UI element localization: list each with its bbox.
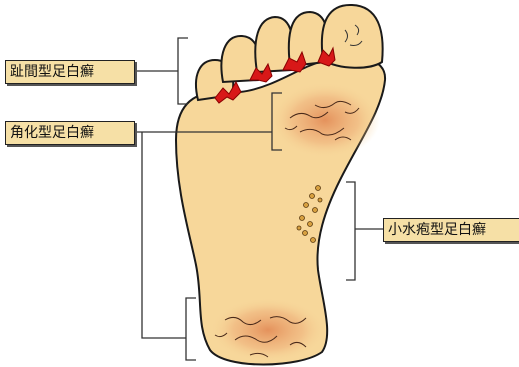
interdigital-bracket — [178, 38, 188, 104]
label-interdigital: 趾間型足白癬 — [5, 60, 135, 84]
label-keratotic: 角化型足白癬 — [5, 121, 135, 145]
vesicular-bracket — [346, 182, 355, 280]
heel-bracket — [186, 298, 196, 360]
forefoot-inflamed-patch — [270, 82, 380, 158]
label-vesicular: 小水疱型足白癬 — [383, 218, 519, 242]
heel-inflamed-patch — [210, 298, 326, 362]
